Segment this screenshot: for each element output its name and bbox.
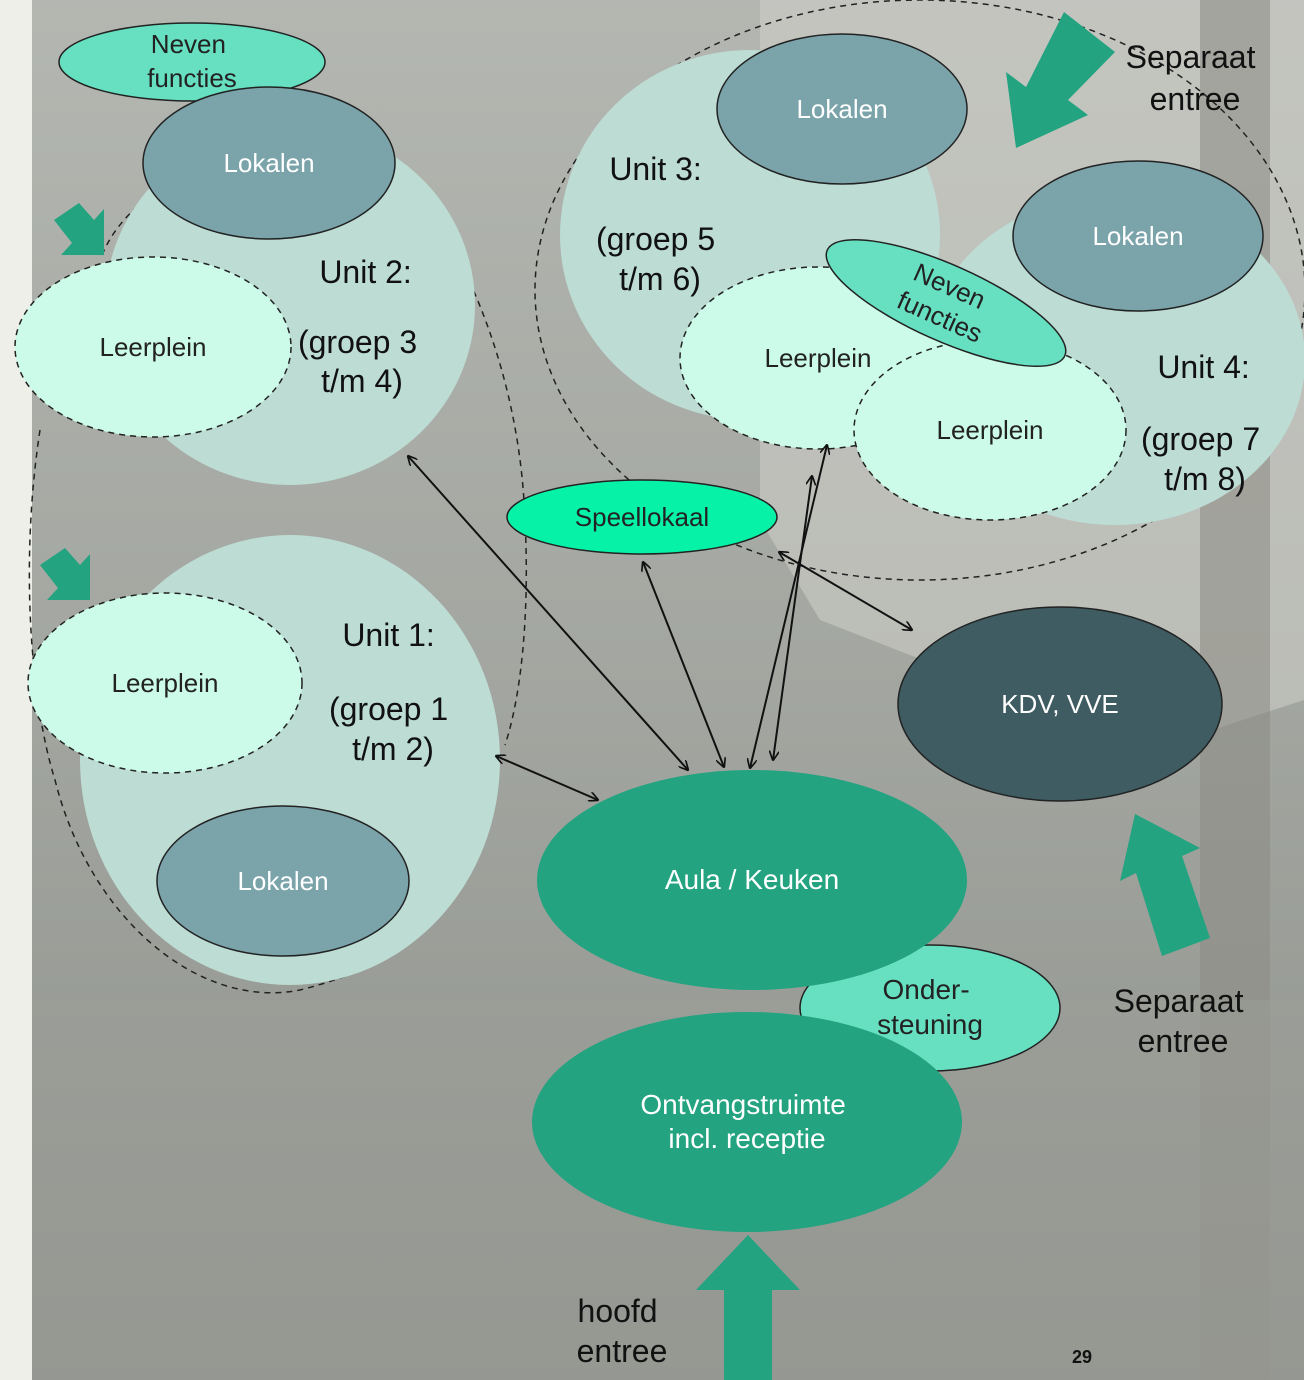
unit4-groups-line2: t/m 8) — [1164, 461, 1246, 497]
ontvangstruimte — [532, 1012, 962, 1232]
unit3-groups-line1: (groep 5 — [596, 221, 715, 257]
svg-text:Unit 2: (groep 3 t/m 4: Unit 2: (groep 3 t/m 4) — [298, 254, 426, 399]
svg-text:Separaat entree: Separaat entree — [1114, 983, 1253, 1059]
neven-functies-top-left — [58, 22, 326, 102]
svg-text:Unit 3: (groep 5 t/m 6: Unit 3: (groep 5 t/m 6) — [596, 151, 724, 297]
unit4-lokalen-label: Lokalen — [1092, 221, 1183, 251]
ontvangstruimte-line1: Ontvangstruimte — [640, 1089, 845, 1120]
unit1-groups-line2: t/m 2) — [352, 731, 434, 767]
svg-text:Neven functies: Neven functies — [147, 29, 237, 93]
connector-speellokaal-kdv — [779, 552, 912, 630]
unit2-lokalen-label: Lokalen — [223, 148, 314, 178]
unit1-leerplein — [27, 592, 303, 774]
ondersteuning-line1: Onder- — [883, 974, 970, 1005]
unit2-groups-line1: (groep 3 — [298, 324, 417, 360]
kdv-vve — [897, 606, 1223, 802]
unit4-leerplein-label: Leerplein — [937, 415, 1044, 445]
unit2-leerplein — [14, 256, 292, 438]
unit1-groups-line1: (groep 1 — [329, 691, 448, 727]
svg-text:Separaat entree: Separaat entree — [1126, 39, 1265, 117]
unit3-4-boundary — [534, 0, 1304, 581]
ontvangstruimte-line2: incl. receptie — [668, 1123, 825, 1154]
hoofd-entree-arrow — [696, 1235, 800, 1380]
unit1-boundary — [28, 429, 496, 994]
aula-keuken — [537, 770, 967, 990]
separaat-right-line2: entree — [1138, 1023, 1229, 1059]
unit2-entrance-arrow — [54, 203, 104, 255]
unit1-lokalen-label: Lokalen — [237, 866, 328, 896]
unit3-leerplein-label: Leerplein — [765, 343, 872, 373]
unit3-lokalen — [716, 33, 968, 185]
unit4-title: Unit 4: — [1157, 349, 1249, 385]
ondersteuning-line2: steuning — [877, 1009, 983, 1040]
hoofd-entree-line2: entree — [577, 1333, 668, 1369]
unit1-title: Unit 1: — [342, 617, 434, 653]
speellokaal-label: Speellokaal — [575, 502, 709, 532]
kdv-vve-label: KDV, VVE — [1001, 689, 1119, 719]
unit2-lokalen — [142, 86, 396, 240]
separaat-entree-right-arrow — [1120, 814, 1210, 956]
separaat-right-line1: Separaat — [1114, 983, 1244, 1019]
separaat-top-line1: Separaat — [1126, 39, 1256, 75]
hoofd-entree-line1: hoofd — [578, 1293, 658, 1329]
svg-text:hoofd entree: hoofd entree — [577, 1293, 668, 1369]
unit4-groups-line1: (groep 7 — [1141, 421, 1260, 457]
neven-label-line1: Neven — [151, 29, 226, 59]
connector-aula-speellokaal — [643, 562, 724, 767]
separaat-top-line2: entree — [1150, 81, 1241, 117]
unit1-leerplein-label: Leerplein — [112, 668, 219, 698]
svg-text:Onder- steuning: Onder- steuning — [877, 974, 983, 1040]
svg-text:Unit 4: (groep 7 t/m 8: Unit 4: (groep 7 t/m 8) — [1141, 349, 1269, 497]
unit3-title: Unit 3: — [609, 151, 701, 187]
unit1-lokalen — [156, 805, 410, 957]
aula-keuken-label: Aula / Keuken — [665, 864, 839, 895]
neven-label-line2: functies — [147, 63, 237, 93]
neven-functies-unit3-4-shape — [825, 238, 1067, 368]
unit3-lokalen-label: Lokalen — [796, 94, 887, 124]
unit1-entrance-arrow — [40, 548, 90, 600]
svg-text:Ontvangstruimte incl. rece: Ontvangstruimte incl. receptie — [640, 1089, 853, 1154]
page-number: 29 — [1072, 1347, 1092, 1367]
unit4-lokalen — [1012, 160, 1264, 312]
unit4-leerplein — [853, 339, 1127, 521]
unit2-groups-line2: t/m 4) — [321, 363, 403, 399]
unit3-groups-line2: t/m 6) — [619, 261, 701, 297]
separaat-entree-top-arrow — [1006, 12, 1115, 148]
unit2-title: Unit 2: — [319, 254, 411, 290]
unit2-leerplein-label: Leerplein — [100, 332, 207, 362]
